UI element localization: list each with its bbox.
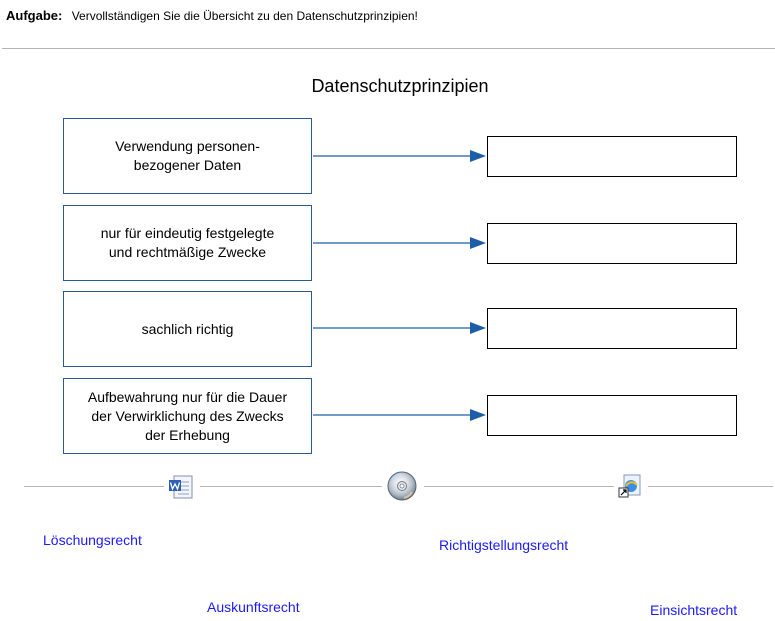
arrowhead-4 [470,409,486,421]
principle-box-4: Aufbewahrung nur für die Dauer der Verwi… [63,378,312,454]
arrowhead-1 [470,150,486,162]
drop-target-2[interactable] [487,223,737,264]
top-divider [2,48,775,49]
diagram-title: Datenschutzprinzipien [311,76,489,96]
task-text: Vervollständigen Sie die Übersicht zu de… [71,9,418,23]
principle-box-3: sachlich richtig [63,291,312,367]
bottom-divider-1 [24,486,164,487]
task-label: Aufgabe: [6,8,63,23]
arrowhead-3 [470,322,486,334]
bottom-divider-2 [200,486,382,487]
drop-target-3[interactable] [487,308,737,349]
drop-target-4[interactable] [487,395,737,436]
answer-loeschungsrecht[interactable]: Löschungsrecht [43,532,142,548]
answer-auskunftsrecht[interactable]: Auskunftsrecht [207,599,300,615]
bottom-divider-3 [424,486,614,487]
answer-einsichtsrecht[interactable]: Einsichtsrecht [650,602,738,618]
drop-target-1[interactable] [487,136,737,177]
answer-richtigstellungsrecht[interactable]: Richtigstellungsrecht [439,537,569,553]
internet-explorer-shortcut-icon[interactable] [618,473,644,499]
task-instruction: Aufgabe: Vervollständigen Sie die Übersi… [6,8,418,23]
principle-box-1: Verwendung personen- bezogener Daten [63,118,312,194]
word-document-icon[interactable] [168,474,196,500]
principle-box-2: nur für eindeutig festgelegte und rechtm… [63,205,312,281]
bottom-divider-4 [648,486,773,487]
cd-disc-icon[interactable] [386,470,418,502]
arrowhead-2 [470,237,486,249]
